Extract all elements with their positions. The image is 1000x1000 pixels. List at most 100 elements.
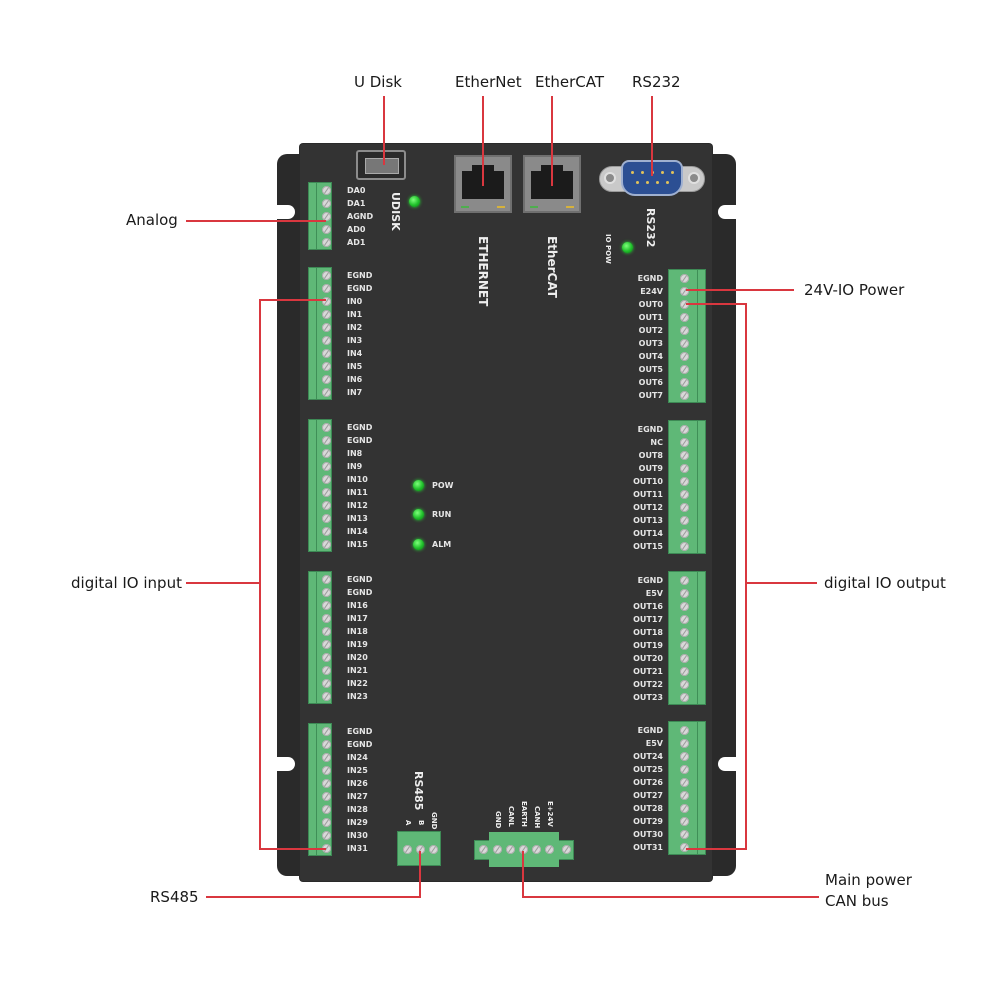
output-pin-label: OUT26 (633, 778, 663, 787)
line-rs485-horizontal (206, 896, 421, 898)
terminal-screw (680, 313, 689, 322)
input-pin-label: IN4 (347, 349, 363, 358)
input-pin-label: IN1 (347, 310, 363, 319)
terminal-screw (322, 679, 331, 688)
mount-screw-left (479, 845, 488, 854)
terminal-screw (322, 284, 331, 293)
line-digital-out-vertical (745, 303, 747, 850)
ethercat-panel-label: EtherCAT (545, 236, 559, 298)
terminal-screw (680, 542, 689, 551)
terminal-screw (680, 516, 689, 525)
line-digital-in-bottom (259, 848, 326, 850)
line-power-horizontal (522, 896, 819, 898)
input-pin-label: IN5 (347, 362, 363, 371)
terminal-screw (322, 540, 331, 549)
terminal-screw (680, 589, 689, 598)
input-pin-label: IN19 (347, 640, 368, 649)
terminal-screw (322, 753, 331, 762)
terminal-screw (680, 576, 689, 585)
terminal-screw (322, 449, 331, 458)
line-digital-out-bottom (686, 848, 747, 850)
mounting-slot-right-bottom (718, 757, 736, 771)
input-pin-label: IN24 (347, 753, 368, 762)
callout-udisk: U Disk (354, 73, 402, 91)
output-pin-label: E5V (645, 589, 663, 598)
output-pin-label: OUT9 (638, 464, 663, 473)
terminal-screw (322, 818, 331, 827)
terminal-screw (322, 436, 331, 445)
pow-led (413, 480, 424, 491)
power-can-pin-label: CANL (507, 806, 515, 827)
terminal-screw (322, 336, 331, 345)
line-digital-in-label (186, 582, 260, 584)
terminal-screw (680, 752, 689, 761)
output-pin-label: OUT15 (633, 542, 663, 551)
output-pin-label: OUT7 (638, 391, 663, 400)
io-pow-led (622, 242, 633, 253)
terminal-screw (680, 615, 689, 624)
terminal-screw (322, 805, 331, 814)
output-pin-label: EGND (637, 425, 663, 434)
output-pin-label: E5V (645, 739, 663, 748)
rs485-pin-label: B (417, 820, 425, 826)
terminal-screw (680, 274, 689, 283)
terminal-screw (680, 667, 689, 676)
terminal-screw (680, 791, 689, 800)
rs485-pin-label: GND (430, 812, 438, 830)
terminal-screw (322, 323, 331, 332)
terminal-screw (680, 628, 689, 637)
output-pin-label: OUT14 (633, 529, 663, 538)
line-io-power-1 (686, 289, 794, 291)
terminal-screw (322, 740, 331, 749)
terminal-screw (322, 779, 331, 788)
input-pin-label: IN8 (347, 449, 363, 458)
input-pin-label: IN18 (347, 627, 368, 636)
line-io-power-2 (686, 303, 746, 305)
output-pin-label: OUT23 (633, 693, 663, 702)
udisk-led (409, 196, 420, 207)
terminal-screw (680, 339, 689, 348)
terminal-screw (322, 349, 331, 358)
terminal-screw (322, 238, 331, 247)
input-pin-label: IN20 (347, 653, 368, 662)
analog-pin-label: DA0 (347, 186, 366, 195)
callout-io-power: 24V-IO Power (804, 281, 905, 299)
terminal-screw (532, 845, 541, 854)
terminal-screw (322, 588, 331, 597)
input-pin-label: IN27 (347, 792, 368, 801)
terminal-screw (680, 830, 689, 839)
terminal-screw (322, 844, 331, 853)
output-pin-label: OUT22 (633, 680, 663, 689)
mounting-slot-right-top (718, 205, 736, 219)
terminal-screw (680, 739, 689, 748)
output-pin-label: OUT27 (633, 791, 663, 800)
input-pin-label: IN31 (347, 844, 368, 853)
udisk-panel-label: UDISK (389, 192, 402, 231)
line-analog (186, 220, 326, 222)
output-pin-label: E24V (640, 287, 663, 296)
terminal-screw (680, 503, 689, 512)
input-pin-label: IN16 (347, 601, 368, 610)
terminal-screw (322, 653, 331, 662)
terminal-screw (680, 843, 689, 852)
output-pin-label: EGND (637, 726, 663, 735)
input-pin-label: IN26 (347, 779, 368, 788)
callout-rs232: RS232 (632, 73, 681, 91)
terminal-screw (680, 425, 689, 434)
power-can-pin-label: EARTH (520, 801, 528, 827)
terminal-screw (322, 766, 331, 775)
power-can-pin-label: GND (494, 811, 502, 829)
run-led-label: RUN (432, 510, 452, 519)
output-pin-label: OUT3 (638, 339, 663, 348)
terminal-screw (322, 199, 331, 208)
terminal-screw (322, 488, 331, 497)
terminal-screw (493, 845, 502, 854)
terminal-screw (519, 845, 528, 854)
usb-port[interactable] (356, 150, 406, 180)
line-udisk (383, 96, 385, 165)
output-pin-label: OUT31 (633, 843, 663, 852)
output-pin-label: OUT0 (638, 300, 663, 309)
analog-pin-label: DA1 (347, 199, 366, 208)
terminal-screw (322, 186, 331, 195)
input-pin-label: EGND (347, 284, 373, 293)
